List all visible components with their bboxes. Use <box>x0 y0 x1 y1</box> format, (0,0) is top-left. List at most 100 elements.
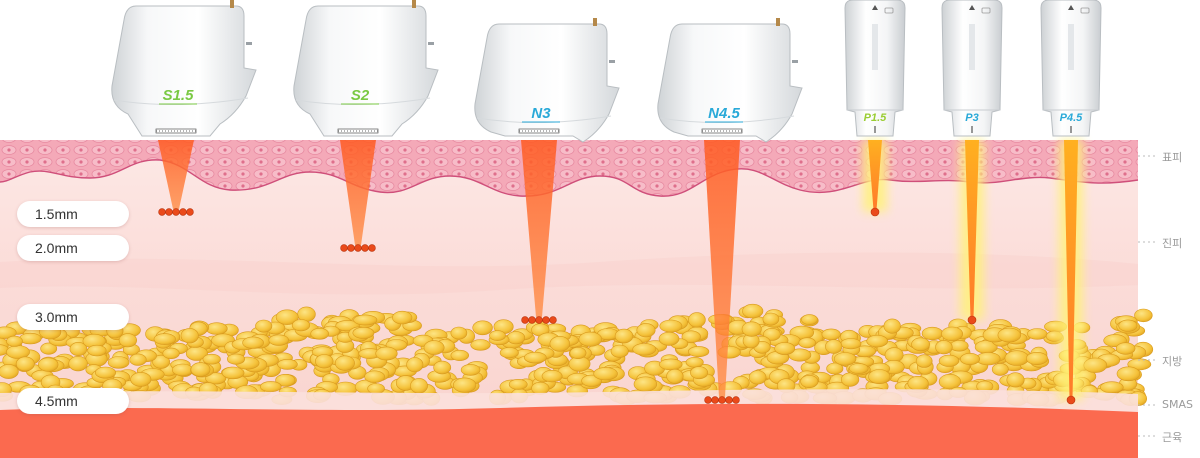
fat-cell <box>406 357 424 373</box>
fat-cell <box>800 374 819 388</box>
cartridge-p4-5: P4.5 <box>1040 0 1102 137</box>
fat-cell <box>1115 342 1136 355</box>
fat-cell <box>202 353 221 365</box>
fat-cell <box>375 346 398 361</box>
depth-label-1-5mm: 1.5mm <box>17 201 129 227</box>
fat-cell <box>68 356 88 372</box>
connector-pin <box>609 60 615 63</box>
fat-cell <box>0 364 19 379</box>
pen-brand-strip <box>969 24 975 70</box>
focal-point <box>528 316 536 324</box>
fat-cell <box>840 338 862 350</box>
fat-cell <box>1134 308 1153 323</box>
fat-cell <box>153 333 176 345</box>
fat-cell <box>460 364 481 376</box>
cartridge-n3: N3 <box>474 18 620 143</box>
fat-cell <box>741 321 762 337</box>
fat-cell <box>205 322 228 335</box>
layer-dividers <box>1138 155 1158 437</box>
connector-pin <box>412 0 416 8</box>
fat-cell <box>450 349 469 361</box>
fat-cell <box>291 319 311 332</box>
fat-cell <box>499 347 519 359</box>
fat-cell <box>1118 319 1138 332</box>
cartridge-body <box>657 23 803 143</box>
fat-cell <box>762 312 780 326</box>
fat-cell <box>364 370 385 383</box>
fat-cell <box>941 326 964 342</box>
fat-cell <box>315 354 334 369</box>
dermis-band <box>0 252 1138 295</box>
fat-cell <box>1006 372 1025 388</box>
fat-cell <box>593 367 618 381</box>
fat-cell <box>450 326 468 340</box>
fat-cell <box>87 344 107 357</box>
cartridge-n4-5: N4.5 <box>657 18 803 143</box>
fat-cell <box>508 378 528 390</box>
cartridge-s2: S2 <box>293 0 439 137</box>
connector-pin <box>428 42 434 45</box>
depth-label-4-5mm: 4.5mm <box>17 388 129 414</box>
beam-s2 <box>340 140 376 245</box>
fat-cell <box>821 328 841 341</box>
fat-cell <box>569 346 587 359</box>
fat-cell <box>633 376 658 392</box>
fat-cell <box>935 340 953 355</box>
fat-cell <box>848 363 869 374</box>
pen-brand-strip <box>1068 24 1074 70</box>
fat-cell <box>907 375 929 391</box>
arrow-up-icon <box>1068 5 1074 10</box>
connector-pin <box>246 42 252 45</box>
fat-cell <box>578 331 602 347</box>
fat-cell <box>95 366 117 379</box>
fat-cell <box>1026 351 1049 365</box>
fat-cell <box>801 314 818 325</box>
fat-cell <box>40 342 58 355</box>
focal-point <box>521 316 529 324</box>
fat-cell <box>221 366 245 380</box>
focal-point <box>179 208 187 216</box>
layer-label-muscle: 근육 <box>1162 431 1183 444</box>
fat-cell <box>130 372 152 387</box>
fat-cell <box>690 366 709 380</box>
fat-cell <box>938 374 962 390</box>
fat-cell <box>129 353 147 366</box>
fat-cell <box>921 326 944 341</box>
fat-cell <box>410 378 428 394</box>
cartridge-label: N4.5 <box>708 105 740 122</box>
beam-n3 <box>521 140 557 317</box>
fat-cell <box>610 344 629 358</box>
fat-cell <box>367 383 385 394</box>
fat-cell <box>826 362 844 375</box>
layer-label-epidermis: 표피 <box>1162 151 1183 164</box>
fat-cell <box>659 319 683 333</box>
connector-pin <box>230 0 234 8</box>
fat-cell <box>118 333 137 348</box>
fat-cell <box>352 326 375 339</box>
fat-cell <box>959 352 980 365</box>
focal-point <box>732 396 740 404</box>
fat-cell <box>742 303 764 319</box>
fat-cell <box>868 369 891 384</box>
focal-point <box>368 244 376 252</box>
beam-p1-5 <box>868 140 882 210</box>
fat-cell <box>423 340 445 355</box>
cartridge-p1-5: P1.5 <box>844 0 906 137</box>
layer-label-smas: SMAS <box>1162 398 1193 411</box>
cartridge-body <box>111 5 257 137</box>
fat-cell <box>472 320 493 336</box>
arrow-up-icon <box>969 5 975 10</box>
cartridge-body <box>474 23 620 143</box>
fat-cell <box>6 335 23 347</box>
layer-label-fat: 지방 <box>1162 355 1183 368</box>
focal-point <box>165 208 173 216</box>
fat-cell <box>1027 328 1048 340</box>
cartridge-s1-5: S1.5 <box>111 0 257 137</box>
fat-cell <box>1004 350 1029 366</box>
fat-cell <box>310 327 330 340</box>
fat-cell <box>1100 381 1124 394</box>
fat-cell <box>275 373 296 387</box>
